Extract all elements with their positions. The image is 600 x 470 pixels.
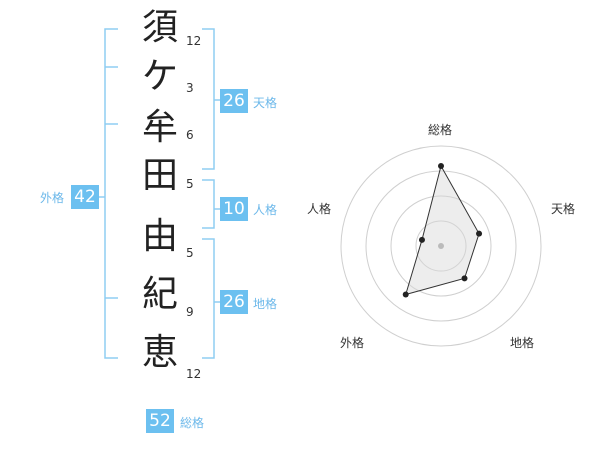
radar-ring-1 [415, 220, 467, 272]
jinkaku-label: 人格 [253, 203, 278, 217]
radar-point-4 [402, 291, 409, 298]
soukaku-label: 総格 [180, 416, 205, 430]
stroke-count-1: 12 [186, 34, 202, 48]
gaikaku-value: 42 [71, 185, 99, 209]
radar-point-1 [438, 163, 444, 169]
radar-axis-label-gaikaku: 外格 [340, 336, 365, 350]
radar-ring-2 [390, 195, 492, 297]
chikaku-bracket [202, 238, 215, 359]
radar-chart [340, 145, 542, 347]
stroke-count-5: 5 [186, 246, 194, 260]
radar-axis-label-tenkaku: 天格 [551, 202, 576, 216]
tenkaku-bracket [202, 28, 215, 170]
name-char-1: 須 [141, 7, 178, 48]
radar-axis-label-soukaku: 総格 [428, 123, 453, 137]
name-char-3: 牟 [141, 107, 178, 148]
tenkaku-label: 天格 [253, 96, 278, 110]
chikaku-label: 地格 [253, 297, 278, 311]
radar-center-dot [438, 243, 444, 249]
radar-ring-4 [340, 145, 542, 347]
radar-point-3 [461, 275, 468, 282]
tenkaku-value: 26 [220, 89, 248, 113]
jinkaku-bracket [202, 179, 215, 229]
stroke-count-6: 9 [186, 305, 194, 319]
radar-ring-3 [365, 170, 517, 322]
radar-axis-label-chikaku: 地格 [510, 336, 535, 350]
radar-axis-label-jinkaku: 人格 [307, 202, 332, 216]
soukaku-value: 52 [146, 409, 174, 433]
jinkaku-value: 10 [220, 197, 248, 221]
chikaku-value: 26 [220, 290, 248, 314]
name-char-5: 由 [141, 216, 178, 257]
gaikaku-bracket [104, 28, 118, 359]
name-char-4: 田 [141, 155, 178, 196]
stroke-count-4: 5 [186, 177, 194, 191]
stroke-count-3: 6 [186, 128, 194, 142]
gaikaku-label: 外格 [40, 191, 65, 205]
stroke-count-7: 12 [186, 367, 202, 381]
radar-polygon [404, 164, 480, 296]
radar-point-2 [476, 230, 483, 237]
stroke-count-2: 3 [186, 81, 194, 95]
name-char-6: 紀 [141, 274, 178, 315]
name-char-2: ケ [141, 56, 178, 97]
radar-point-5 [418, 236, 425, 243]
kaku-brackets [98, 28, 220, 359]
name-char-7: 恵 [141, 332, 178, 373]
